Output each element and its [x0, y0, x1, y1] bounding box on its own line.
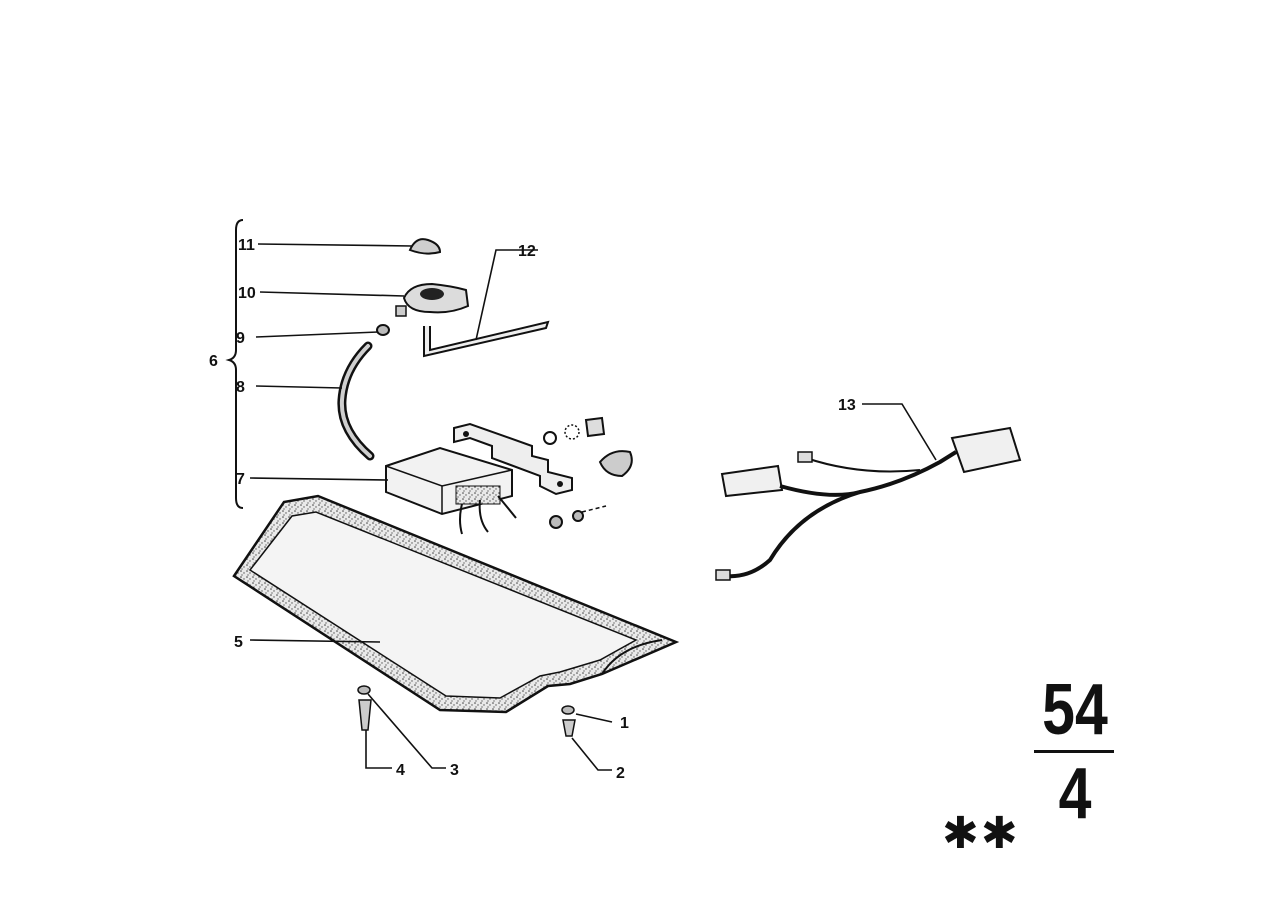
section-number-major: 54 [1042, 670, 1108, 750]
section-number-minor: 4 [1058, 754, 1092, 834]
callout-11: 11 [238, 237, 255, 254]
callout-5: 5 [234, 634, 243, 651]
gasket-part [232, 494, 680, 714]
leader-lines [249, 243, 937, 771]
star-marking: ✱✱ [942, 808, 1020, 859]
mounting-bracket-part [453, 416, 633, 529]
callout-10: 10 [238, 285, 256, 302]
callout-12: 12 [518, 243, 536, 260]
nipple-part [376, 324, 390, 336]
wiring-harness-part [715, 426, 1022, 581]
callout-8: 8 [236, 379, 245, 396]
screw-part-4 [358, 699, 372, 731]
washer-part-3 [357, 685, 371, 695]
callout-13: 13 [838, 397, 856, 414]
callout-1: 1 [620, 715, 629, 732]
callout-2: 2 [616, 765, 625, 782]
callout-9: 9 [236, 330, 245, 347]
callout-4: 4 [396, 762, 405, 779]
rod-part [423, 320, 550, 358]
cap-part [408, 238, 442, 255]
callout-3: 3 [450, 762, 459, 779]
control-unit-part [385, 446, 517, 535]
screw-part-2 [562, 719, 576, 737]
callout-6: 6 [209, 353, 218, 370]
sensor-clamp-part [395, 282, 470, 317]
section-divider [1034, 750, 1114, 753]
group-bracket [225, 219, 244, 509]
washer-part-1 [561, 705, 575, 715]
callout-7: 7 [236, 471, 245, 488]
